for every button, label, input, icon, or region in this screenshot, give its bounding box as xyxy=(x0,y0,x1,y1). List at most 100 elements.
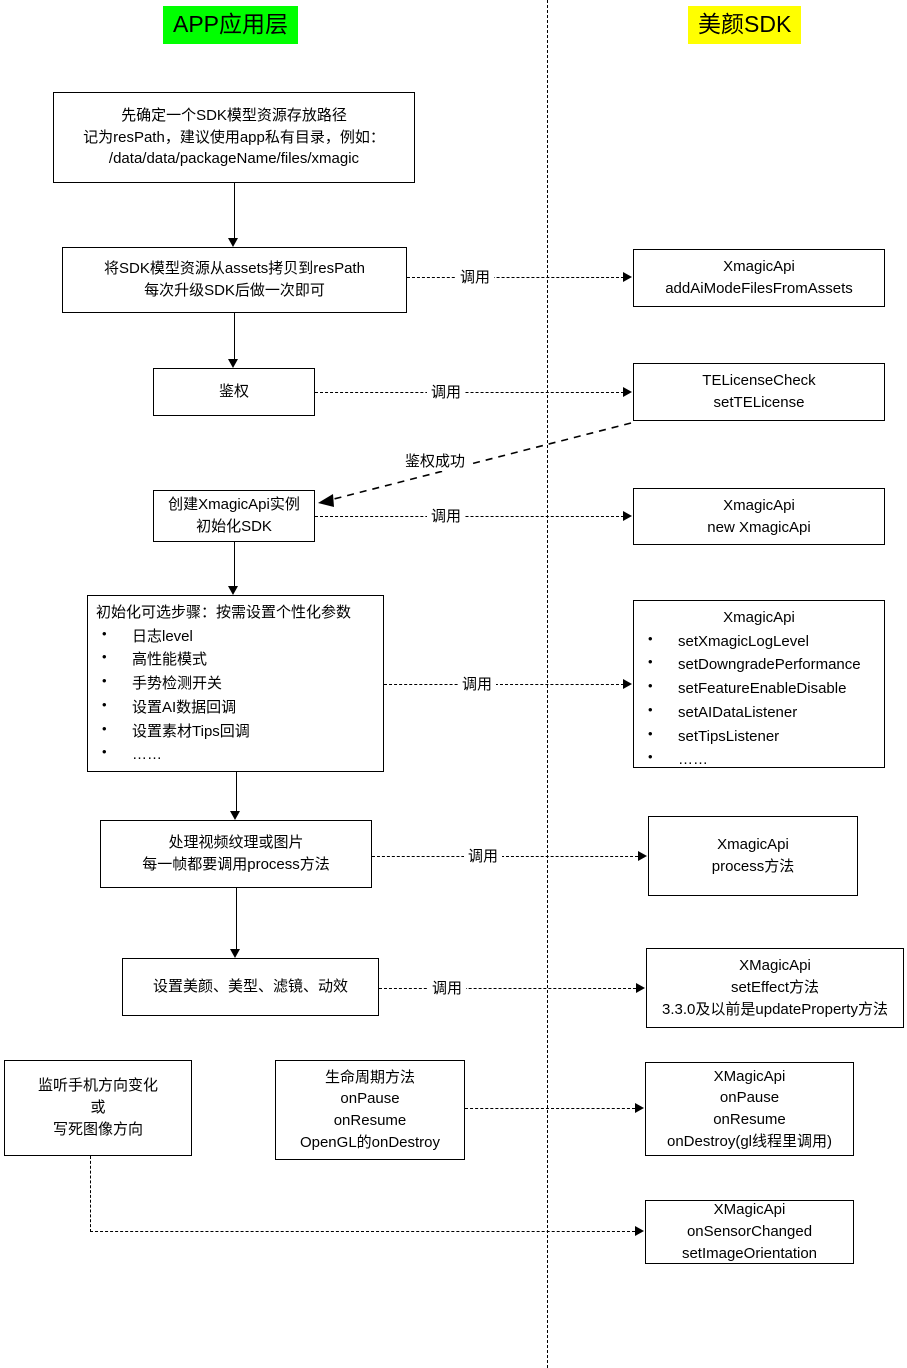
flow-arrow-4 xyxy=(230,811,240,820)
list-item: 设置素材Tips回调 xyxy=(102,719,375,744)
app-box-copy-assets-line-2: 每次升级SDK后做一次即可 xyxy=(144,282,325,299)
lane-header-sdk: 美颜SDK xyxy=(688,6,802,44)
app-box-lifecycle-line-1: 生命周期方法 xyxy=(324,1068,415,1086)
sdk-box-lifecycle-method-line-2: onPause xyxy=(719,1089,780,1107)
call-line-lifecycle xyxy=(465,1108,635,1109)
call-line-set-effect xyxy=(379,988,636,989)
sdk-box-process-method: XmagicApi process方法 xyxy=(648,816,858,896)
call-line-new-xmagicapi xyxy=(315,516,624,517)
sdk-box-add-ai-model-line-2: addAiModeFilesFromAssets xyxy=(665,280,853,297)
app-box-lifecycle: 生命周期方法 onPause onResume OpenGL的onDestroy xyxy=(275,1060,465,1160)
app-box-copy-assets: 将SDK模型资源从assets拷贝到resPath 每次升级SDK后做一次即可 xyxy=(62,247,407,313)
app-box-set-effect-line-1: 设置美颜、美型、滤镜、动效 xyxy=(152,978,348,996)
app-box-create-instance-line-1: 创建XmagicApi实例 xyxy=(168,496,300,514)
sdk-box-sensor-method-line-2: onSensorChanged xyxy=(686,1223,813,1241)
sdk-box-new-xmagicapi-line-1: XmagicApi xyxy=(723,496,795,514)
edge-label-call-2: 调用 xyxy=(427,381,466,402)
sdk-box-set-effect-method-line-2: setEffect方法 xyxy=(730,979,820,997)
sdk-box-set-effect-method-line-1: XMagicApi xyxy=(739,957,811,975)
app-init-item-5: …… xyxy=(132,746,162,764)
lane-header-app: APP应用层 xyxy=(163,6,299,44)
flow-line-1 xyxy=(234,183,235,238)
app-box-copy-assets-line-1: 将SDK模型资源从assets拷贝到resPath xyxy=(104,260,365,278)
app-box-res-path-line-2: 记为resPath，建议使用app私有目录，例如： xyxy=(83,128,385,146)
sdk-box-lifecycle-method-line-1: XMagicApi xyxy=(713,1067,786,1085)
edge-label-call-6: 调用 xyxy=(428,977,467,998)
call-arrow-set-effect xyxy=(636,983,645,993)
list-item: 高性能模式 xyxy=(102,647,375,672)
call-line-license-check xyxy=(315,392,624,393)
app-box-lifecycle-line-3: onResume xyxy=(333,1112,407,1129)
list-item: …… xyxy=(648,747,876,772)
sdk-box-license-check: TELicenseCheck setTELicense xyxy=(633,363,885,421)
list-item: 日志level xyxy=(102,624,375,649)
edge-label-auth-success: 鉴权成功 xyxy=(401,450,470,471)
app-box-res-path-line-3: /data/data/packageName/files/xmagic xyxy=(108,150,360,168)
app-box-lifecycle-line-2: onPause xyxy=(340,1090,400,1108)
sdk-box-license-check-line-1: TELicenseCheck xyxy=(702,372,816,390)
app-init-item-0: 日志level xyxy=(132,627,193,645)
edge-label-call-4: 调用 xyxy=(458,673,497,694)
sdk-box-sensor-method-line-1: XMagicApi xyxy=(713,1201,786,1219)
sdk-setter-item-0: setXmagicLogLevel xyxy=(678,632,809,650)
call-line-add-ai-model xyxy=(407,277,624,278)
call-arrow-add-ai-model xyxy=(623,272,632,282)
flow-arrow-2 xyxy=(228,359,238,368)
list-item: …… xyxy=(102,742,375,767)
app-box-res-path: 先确定一个SDK模型资源存放路径 记为resPath，建议使用app私有目录，例… xyxy=(53,92,415,183)
app-box-orientation-line-3: 写死图像方向 xyxy=(52,1120,143,1138)
sdk-box-sensor-method-line-3: setImageOrientation xyxy=(681,1244,818,1262)
flow-arrow-5 xyxy=(230,949,240,958)
sdk-box-add-ai-model-line-1: XmagicApi xyxy=(723,258,795,276)
sdk-box-lifecycle-method: XMagicApi onPause onResume onDestroy(gl线… xyxy=(645,1062,854,1156)
flow-line-3 xyxy=(234,542,235,586)
edge-label-call-1: 调用 xyxy=(456,266,495,287)
app-box-optional-init-title: 初始化可选步骤：按需设置个性化参数 xyxy=(96,604,352,621)
sdk-box-lifecycle-method-line-3: onResume xyxy=(713,1111,786,1128)
sdk-box-xmagicapi-setters: XmagicApi setXmagicLogLevel setDowngrade… xyxy=(633,600,885,768)
list-item: setAIDataListener xyxy=(648,700,876,725)
sensor-line-horizontal xyxy=(90,1231,635,1232)
call-arrow-license-check xyxy=(623,387,632,397)
app-box-process-frame-line-1: 处理视频纹理或图片 xyxy=(168,834,304,852)
list-item: setTipsListener xyxy=(648,724,876,749)
list-item: setDowngradePerformance xyxy=(648,652,876,677)
list-item: 手势检测开关 xyxy=(102,671,375,696)
sdk-box-set-effect-method-line-3: 3.3.0及以前是updateProperty方法 xyxy=(662,1000,888,1018)
app-box-orientation: 监听手机方向变化 或 写死图像方向 xyxy=(4,1060,192,1156)
sdk-box-add-ai-model: XmagicApi addAiModeFilesFromAssets xyxy=(633,249,885,307)
app-box-auth-line-1: 鉴权 xyxy=(218,383,249,401)
flow-arrow-1 xyxy=(228,238,238,247)
flow-line-5 xyxy=(236,888,237,949)
list-item: setXmagicLogLevel xyxy=(648,629,876,654)
app-box-auth: 鉴权 xyxy=(153,368,315,416)
sensor-line-vertical xyxy=(90,1156,91,1232)
app-box-orientation-line-1: 监听手机方向变化 xyxy=(37,1077,158,1095)
app-box-process-frame-line-2: 每一帧都要调用process方法 xyxy=(142,856,330,873)
call-arrow-process xyxy=(638,851,647,861)
app-box-lifecycle-line-4: OpenGL的onDestroy xyxy=(299,1133,441,1151)
app-box-set-effect: 设置美颜、美型、滤镜、动效 xyxy=(122,958,379,1016)
sdk-setter-item-1: setDowngradePerformance xyxy=(678,656,861,674)
call-line-process xyxy=(372,856,638,857)
call-arrow-new-xmagicapi xyxy=(623,511,632,521)
app-box-process-frame: 处理视频纹理或图片 每一帧都要调用process方法 xyxy=(100,820,372,888)
app-box-create-instance-line-2: 初始化SDK xyxy=(196,518,272,535)
sdk-box-xmagicapi-setters-list: setXmagicLogLevel setDowngradePerformanc… xyxy=(642,629,876,772)
list-item: setFeatureEnableDisable xyxy=(648,676,876,701)
app-box-create-instance: 创建XmagicApi实例 初始化SDK xyxy=(153,490,315,542)
sdk-setter-item-3: setAIDataListener xyxy=(678,703,798,721)
flow-arrow-3 xyxy=(228,586,238,595)
call-arrow-lifecycle xyxy=(635,1103,644,1113)
call-arrow-setters xyxy=(623,679,632,689)
app-box-res-path-line-1: 先确定一个SDK模型资源存放路径 xyxy=(121,106,347,124)
list-item: 设置AI数据回调 xyxy=(102,695,375,720)
sdk-box-set-effect-method: XMagicApi setEffect方法 3.3.0及以前是updatePro… xyxy=(646,948,904,1028)
sdk-box-process-method-line-1: XmagicApi xyxy=(717,836,789,854)
app-init-item-1: 高性能模式 xyxy=(132,651,208,669)
sdk-box-process-method-line-2: process方法 xyxy=(711,858,795,875)
sdk-box-license-check-line-2: setTELicense xyxy=(713,394,805,411)
sdk-setter-item-4: setTipsListener xyxy=(678,727,780,745)
call-arrow-sensor xyxy=(635,1226,644,1236)
